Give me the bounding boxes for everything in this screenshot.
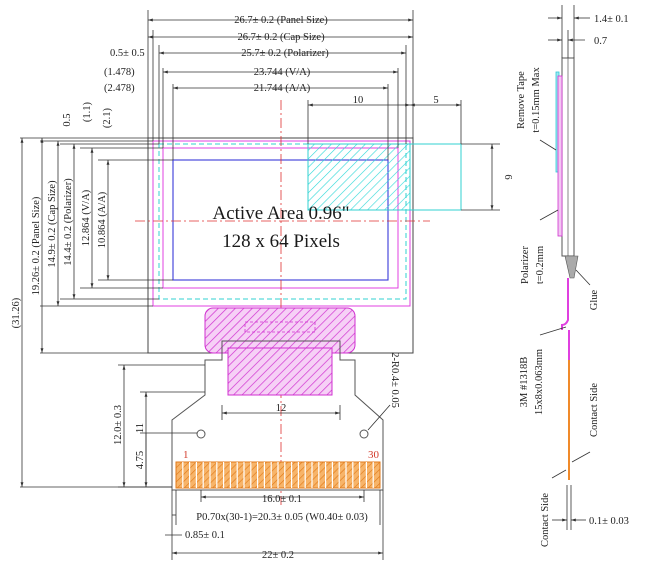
fpc-hole-right <box>359 429 369 439</box>
dim-side-thickness-2: 0.7 <box>594 36 607 47</box>
dim-side-thickness: 1.4± 0.1 <box>594 14 629 25</box>
left-dimensions: 0.5 (1.1) (2.1) 10.864 (A/A) 12.864 (V/A… <box>11 101 205 488</box>
active-area <box>172 159 389 281</box>
label-polarizer: Polarizer <box>520 246 531 284</box>
dim-edge-offset: 0.85± 0.1 <box>185 530 225 541</box>
label-adhesive: 3M #1318B <box>519 357 530 407</box>
dim-polarizer-width: 25.7± 0.2 (Polarizer) <box>241 48 329 59</box>
pin-label-last: 30 <box>368 449 380 461</box>
label-remove-tape: Remove Tape <box>516 71 527 129</box>
dim-va-height: 12.864 (V/A) <box>81 189 92 246</box>
dim-1-1: (1.1) <box>82 101 93 122</box>
dim-fpc-11: 11 <box>135 423 146 433</box>
dim-pitch: P0.70x(30-1)=20.3± 0.05 (W0.40± 0.03) <box>196 512 368 523</box>
side-view: 1.4± 0.1 0.7 Remove Tape t=0.15mm Max Po… <box>516 5 629 547</box>
label-polarizer-thickness: t=0.2mm <box>535 246 546 284</box>
fpc-dimensions: 12 2-R0.4± 0.05 16.0± 0.1 P0.70x(30-1)=2… <box>165 352 400 561</box>
fpc-stiffener <box>227 347 333 396</box>
dim-aa-width: 21.744 (A/A) <box>254 83 311 94</box>
dim-10: 10 <box>353 95 364 106</box>
dim-6: 6 <box>502 174 513 179</box>
dim-pin-span: 16.0± 0.1 <box>262 494 302 505</box>
dim-fpc-4-75: 4.75 <box>135 451 146 469</box>
dim-total-height: (31.26) <box>11 297 22 328</box>
ic-bonding-area <box>204 307 356 354</box>
polarizer-outline <box>158 143 407 300</box>
dim-fpc-length: 12.0± 0.3 <box>113 405 124 445</box>
dim-panel-height: 19.26± 0.2 (Panel Size) <box>31 196 42 295</box>
dim-aa-offset: (2.478) <box>104 83 135 94</box>
dim-cap-size: 26.7± 0.2 (Cap Size) <box>237 32 325 43</box>
dim-5: 5 <box>433 95 438 106</box>
remove-tape-tab <box>307 143 462 211</box>
fpc-hole-left <box>196 429 206 439</box>
cap-outline <box>152 140 411 307</box>
pin-separators <box>182 462 374 488</box>
ic-chip-outline <box>244 321 316 333</box>
front-view: Active Area 0.96" 128 x 64 Pixels 1 30 <box>11 10 513 561</box>
dim-cap-height: 14.9± 0.2 (Cap Size) <box>47 180 58 268</box>
dim-panel-size: 26.7± 0.2 (Panel Size) <box>234 15 328 26</box>
side-polarizer <box>557 75 563 237</box>
dim-polarizer-height: 14.4± 0.2 (Polarizer) <box>63 178 74 266</box>
label-tape-thickness: t=0.15mm Max <box>531 67 542 133</box>
label-adhesive-size: 15x8x0.063mm <box>534 349 545 415</box>
viewing-area <box>162 147 399 289</box>
tape-hatch <box>307 143 411 211</box>
dim-radius: 2-R0.4± 0.05 <box>389 352 400 408</box>
label-contact-side-bottom: Contact Side <box>540 493 551 547</box>
top-dimensions: 26.7± 0.2 (Panel Size) 26.7± 0.2 (Cap Si… <box>104 10 513 211</box>
label-contact-side-top: Contact Side <box>589 383 600 437</box>
dim-aa-height: 10.864 (A/A) <box>97 191 108 248</box>
dim-fpc-12: 12 <box>276 403 287 414</box>
side-fpc-bend <box>561 278 569 330</box>
dim-0-5: 0.5 <box>62 113 73 126</box>
dim-fpc-thickness: 0.1± 0.03 <box>589 516 629 527</box>
label-glue: Glue <box>589 289 600 310</box>
dim-polarizer-offset: 0.5± 0.5 <box>110 48 145 59</box>
pixel-count: 128 x 64 Pixels <box>222 231 340 252</box>
pin-label-first: 1 <box>183 449 189 461</box>
dim-fpc-width: 22± 0.2 <box>262 550 294 561</box>
dim-va-offset: (1.478) <box>104 67 135 78</box>
dim-2-1: (2.1) <box>102 107 113 128</box>
dim-va-width: 23.744 (V/A) <box>254 67 311 78</box>
active-area-title: Active Area 0.96" <box>212 203 349 224</box>
